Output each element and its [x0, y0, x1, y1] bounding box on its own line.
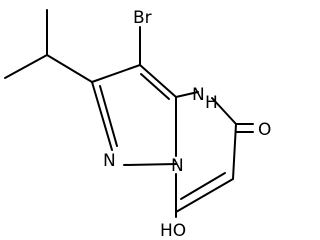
n4-label: N	[192, 85, 205, 105]
n-bridge-label: N	[171, 156, 184, 176]
nh-label: H	[205, 93, 218, 113]
n-pyrazole-label: N	[103, 151, 116, 171]
bond-c3a-n4	[175, 91, 199, 98]
bond-c6-c7-double-a	[175, 178, 234, 213]
carbonyl-oxygen-label: O	[258, 120, 271, 140]
bond-n4-c5	[211, 97, 237, 125]
hydroxyl-label: HO	[160, 221, 186, 240]
bond-methyl-left	[4, 54, 48, 79]
bond-c2-c3	[91, 64, 141, 83]
bond-n1-n7a	[123, 163, 177, 166]
bond-isopropyl-ring	[46, 54, 93, 83]
bond-c3-c3a-double-a	[139, 64, 177, 98]
bond-c2-n1-double-b	[99, 85, 118, 147]
bond-c3-c3a-double-b	[140, 73, 170, 100]
structure-canvas: Br H N N N O HO	[4, 8, 271, 240]
bromine-label: Br	[133, 8, 152, 28]
bond-c5-c6	[232, 123, 237, 180]
bond-c6-c7-double-b	[180, 172, 226, 200]
bond-c2-n1-double-a	[91, 81, 113, 151]
